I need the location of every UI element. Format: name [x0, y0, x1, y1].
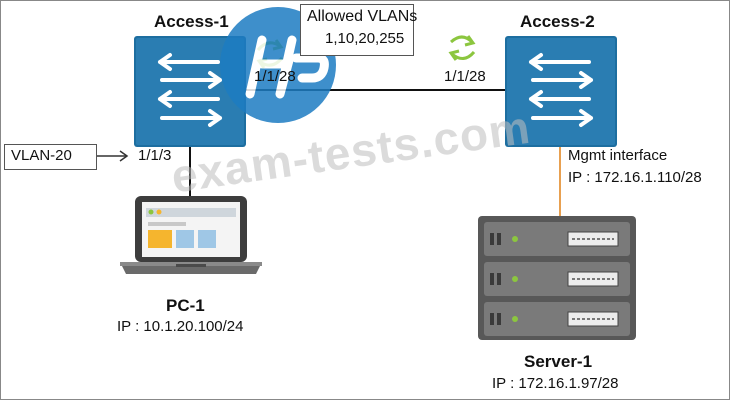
server-1-label: Server-1: [524, 352, 593, 371]
access-1-switch-icon: [134, 36, 246, 147]
allowed-vlans-box: [300, 4, 414, 56]
pc-1-label: PC-1: [166, 296, 205, 315]
access-2-uplink-port: 1/1/28: [444, 68, 486, 85]
vlan-20-box: [4, 144, 97, 170]
vlan-20-label: VLAN-20: [11, 147, 72, 164]
access-1-label: Access-1: [154, 12, 229, 31]
server-icon: [478, 216, 636, 340]
allowed-vlans-list: 1,10,20,255: [325, 30, 405, 47]
access-1-access-port: 1/1/3: [138, 147, 172, 164]
access-2-switch-icon: [505, 36, 617, 147]
mgmt-ip-label: IP : 172.16.1.110/28: [568, 169, 702, 186]
sync-arrows-right-icon: [448, 35, 476, 61]
server-1-ip: IP : 172.16.1.97/28: [492, 375, 619, 392]
laptop-icon: [120, 196, 262, 274]
pc-1-ip: IP : 10.1.20.100/24: [117, 318, 244, 335]
access-1-uplink-port: 1/1/28: [254, 68, 296, 85]
mgmt-interface-label: Mgmt interface: [568, 147, 668, 164]
access-2-label: Access-2: [520, 12, 595, 31]
allowed-vlans-title: Allowed VLANs: [307, 8, 418, 25]
